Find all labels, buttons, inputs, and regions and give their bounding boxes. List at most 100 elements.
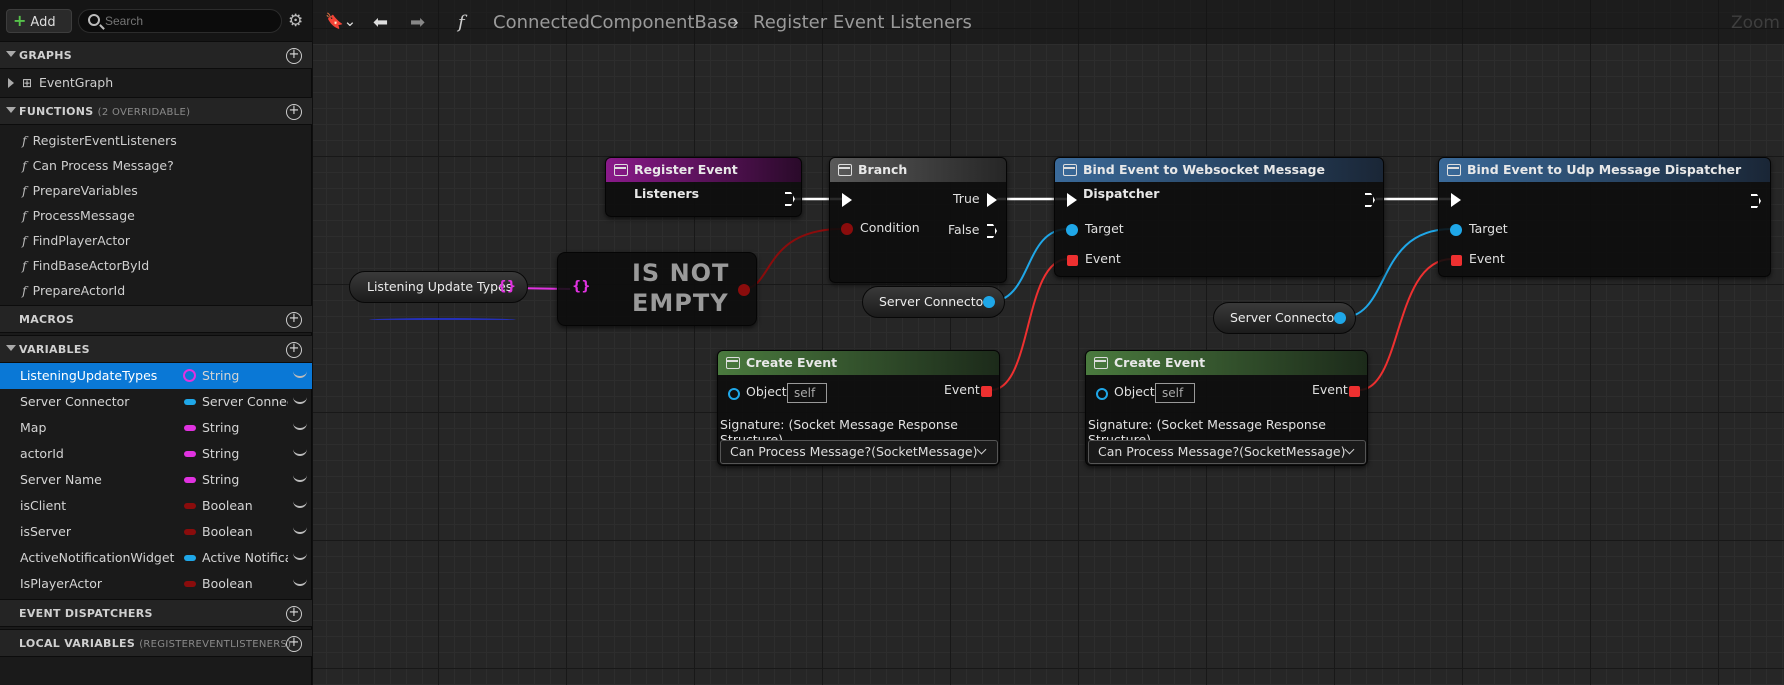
variable-type[interactable]: String — [202, 368, 240, 383]
self-field[interactable]: self — [787, 383, 827, 403]
object-pin[interactable] — [1096, 388, 1108, 400]
self-field[interactable]: self — [1155, 383, 1195, 403]
search-box[interactable] — [78, 9, 282, 33]
visibility-eye-icon[interactable] — [293, 500, 307, 508]
visibility-eye-icon[interactable] — [293, 370, 307, 378]
event-out-pin[interactable] — [981, 386, 992, 397]
visibility-eye-icon[interactable] — [293, 422, 307, 430]
add-local-variable-icon[interactable]: + — [286, 636, 302, 652]
collapse-arrow-icon[interactable] — [6, 51, 16, 57]
add-graph-icon[interactable]: + — [286, 48, 302, 64]
exec-in-pin[interactable] — [1067, 193, 1077, 207]
search-icon — [88, 14, 100, 26]
visibility-eye-icon[interactable] — [293, 396, 307, 404]
object-pin[interactable] — [1334, 312, 1346, 324]
forward-arrow-icon[interactable]: ➡ — [410, 12, 426, 33]
variable-type[interactable]: String — [202, 472, 240, 487]
event-label: Event — [1312, 382, 1348, 397]
add-function-icon[interactable]: + — [286, 104, 302, 120]
breadcrumb-class[interactable]: ConnectedComponentBase — [493, 12, 739, 33]
server-connector-node[interactable]: Server Connector — [1213, 302, 1356, 334]
exec-out-pin[interactable] — [785, 192, 795, 206]
server-connector-node[interactable]: Server Connector — [862, 286, 1005, 318]
exec-out-pin[interactable] — [1365, 193, 1375, 207]
visibility-eye-icon[interactable] — [293, 578, 307, 586]
add-variable-icon[interactable]: + — [286, 342, 302, 358]
event-out-pin[interactable] — [1349, 386, 1360, 397]
exec-out-pin[interactable] — [1751, 194, 1761, 208]
visibility-eye-icon[interactable] — [293, 448, 307, 456]
visibility-eye-icon[interactable] — [293, 526, 307, 534]
string-set-pin[interactable]: {} — [497, 279, 516, 294]
target-pin[interactable] — [1450, 224, 1462, 236]
bool-output-pin[interactable] — [738, 284, 750, 296]
target-pin[interactable] — [1066, 224, 1078, 236]
variable-type[interactable]: Active Notification — [202, 550, 288, 565]
visibility-eye-icon[interactable] — [293, 474, 307, 482]
exec-in-pin[interactable] — [842, 193, 852, 207]
variable-type[interactable]: String — [202, 446, 240, 461]
object-pin[interactable] — [983, 296, 995, 308]
section-local-variables[interactable]: LOCAL VARIABLES (REGISTEREVENTLISTENERS)… — [0, 629, 312, 657]
add-dispatcher-icon[interactable]: + — [286, 606, 302, 622]
collapse-arrow-icon[interactable] — [6, 345, 16, 351]
graph-canvas[interactable]: 🔖⌄ ⬅ ➡ f ConnectedComponentBase › Regist… — [313, 0, 1784, 685]
event-pin[interactable] — [1067, 255, 1078, 266]
false-exec-pin[interactable] — [987, 224, 997, 238]
section-graphs[interactable]: GRAPHS + — [0, 41, 312, 69]
section-macros[interactable]: MACROS + — [0, 305, 312, 333]
visibility-eye-icon[interactable] — [293, 552, 307, 560]
search-input[interactable] — [105, 12, 275, 30]
variable-type[interactable]: String — [202, 420, 240, 435]
gear-icon[interactable]: ⚙ — [288, 11, 304, 31]
back-arrow-icon[interactable]: ⬅ — [373, 12, 389, 33]
variable-type[interactable]: Server Connector — [202, 394, 288, 409]
entry-node[interactable]: Register Event Listeners — [605, 157, 802, 217]
variable-type[interactable]: Boolean — [202, 576, 253, 591]
true-exec-pin[interactable] — [987, 193, 997, 207]
condition-pin[interactable] — [841, 223, 853, 235]
exec-in-pin[interactable] — [1451, 193, 1461, 207]
function-node-icon — [1094, 357, 1108, 369]
function-select[interactable]: Can Process Message?(SocketMessage) — [1088, 440, 1366, 464]
add-button[interactable]: +Add — [6, 9, 72, 33]
set-input-pin[interactable]: {} — [572, 279, 591, 294]
object-pin[interactable] — [728, 388, 740, 400]
bind-websocket-node[interactable]: Bind Event to Websocket Message Dispatch… — [1054, 157, 1384, 277]
function-select[interactable]: Can Process Message?(SocketMessage) — [720, 440, 998, 464]
section-variables[interactable]: VARIABLES + — [0, 335, 312, 363]
listening-update-types-node[interactable]: Listening Update Types{} — [349, 271, 528, 303]
expand-arrow-icon[interactable] — [8, 78, 14, 88]
add-macro-icon[interactable]: + — [286, 312, 302, 328]
variable-type[interactable]: Boolean — [202, 498, 253, 513]
bookmark-icon[interactable]: 🔖⌄ — [325, 12, 357, 30]
breadcrumb-graph[interactable]: Register Event Listeners — [753, 12, 972, 33]
section-event-dispatchers[interactable]: EVENT DISPATCHERS + — [0, 599, 312, 627]
section-functions[interactable]: FUNCTIONS (2 OVERRIDABLE) + — [0, 97, 312, 125]
variable-type[interactable]: Boolean — [202, 524, 253, 539]
function-icon: f — [22, 208, 27, 223]
collapse-arrow-icon[interactable] — [6, 107, 16, 113]
event-pin[interactable] — [1451, 255, 1462, 266]
